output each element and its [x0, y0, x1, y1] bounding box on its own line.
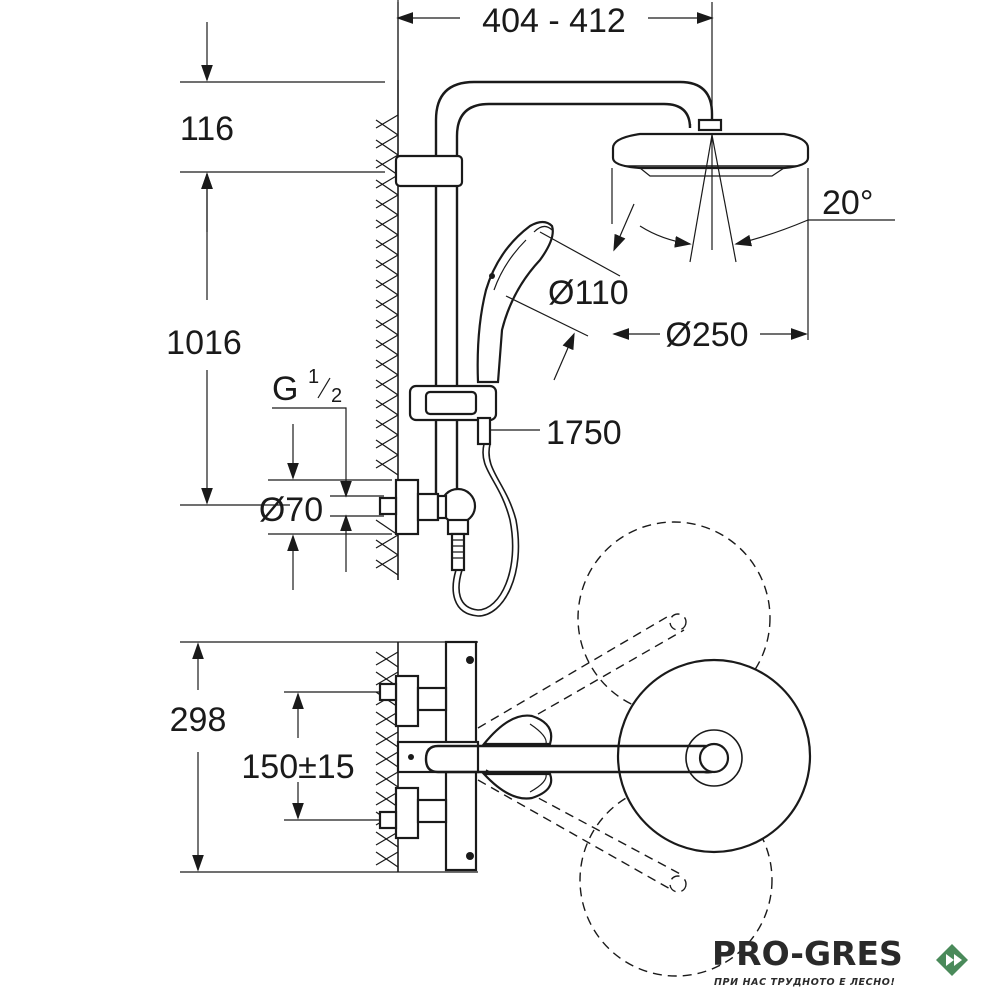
arm-height-dimension — [180, 172, 290, 506]
thread-fraction-den: 2 — [331, 385, 342, 407]
hand-shower — [476, 203, 635, 384]
tilt-angle-dimension — [611, 134, 895, 340]
plan-depth-dimension — [180, 641, 478, 873]
mixer-valve — [378, 478, 477, 572]
plan-thermostat-body — [378, 640, 480, 872]
top-offset-label: 116 — [180, 110, 234, 148]
brand-tagline: ПРИ НАС ТРУДНОТО Е ЛЕСНО! — [714, 977, 896, 988]
riser-pipe — [394, 80, 723, 495]
plan-view: 298 150±15 — [170, 521, 812, 977]
head-shower — [611, 132, 810, 177]
elevation-view: 404 - 412 116 1016 G 1 2 — [166, 0, 895, 617]
diamond-arrows-icon — [936, 944, 968, 976]
flange-dimension — [268, 424, 392, 590]
shower-hose — [458, 443, 514, 611]
plan-shower-arm — [424, 658, 812, 854]
arm-height-label: 1016 — [166, 324, 242, 362]
hand-diameter-label: Ø110 — [548, 274, 629, 312]
hose-length-label: 1750 — [546, 414, 622, 452]
flange-diameter-label: Ø70 — [259, 491, 323, 529]
plan-depth-label: 298 — [170, 701, 227, 739]
thread-label: G — [272, 370, 298, 408]
tilt-angle-label: 20° — [822, 184, 873, 222]
brand-logo: PRO-GRES ПРИ НАС ТРУДНОТО Е ЛЕСНО! — [712, 934, 992, 994]
plan-wall-hatch — [375, 642, 399, 872]
plan-hand-shower — [481, 714, 553, 800]
thread-fraction-num: 1 — [308, 366, 319, 388]
hand-shower-holder — [408, 384, 498, 446]
width-range-label: 404 - 412 — [482, 2, 626, 40]
head-diameter-label: Ø250 — [665, 316, 748, 354]
width-dimension — [396, 0, 714, 122]
inlet-spacing-dimension — [284, 691, 386, 821]
inlet-spacing-label: 150±15 — [241, 748, 354, 786]
brand-name: PRO-GRES — [712, 934, 903, 973]
